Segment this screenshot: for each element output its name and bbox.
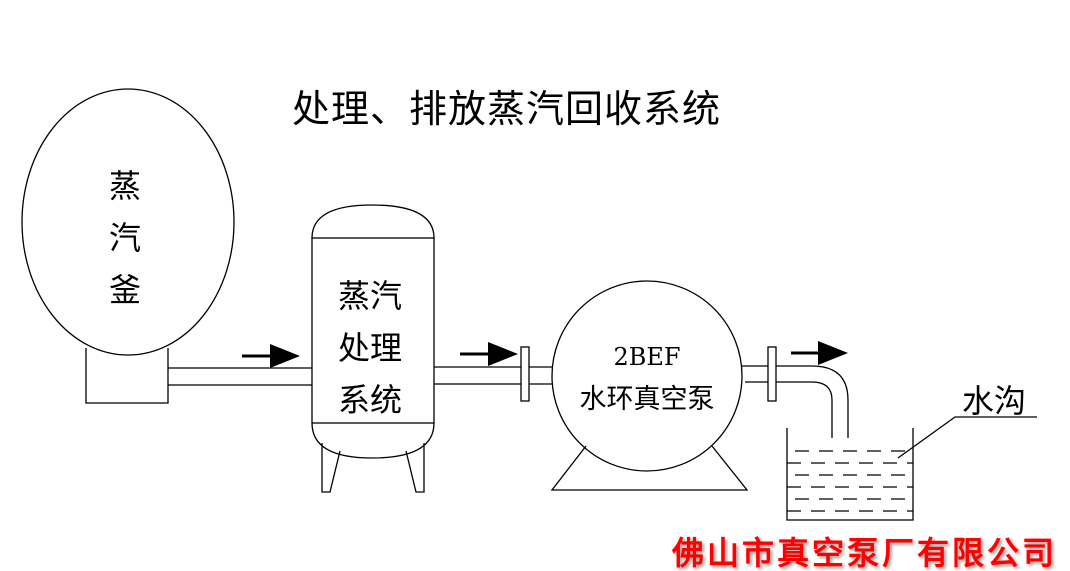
steam-kettle-shape [21, 88, 235, 404]
diagram-title: 处理、排放蒸汽回收系统 [292, 87, 722, 131]
steam-treatment-tank-shape [311, 204, 435, 493]
pump-model-label: 2BEF [613, 343, 681, 371]
ditch-label: 水沟 [962, 382, 1027, 420]
company-name: 佛山市真空泵厂有限公司 [672, 534, 1058, 571]
steam-treatment-label-line: 蒸汽 [337, 277, 402, 315]
steam-kettle-label-line: 汽 [108, 219, 141, 257]
steam-kettle-label: 蒸 汽 釜 [105, 160, 145, 316]
pipe-pump-to-ditch [742, 346, 849, 438]
steam-treatment-label-line: 处理 [337, 329, 402, 367]
steam-treatment-label-line: 系统 [337, 381, 402, 419]
pipe-treatment-to-pump [434, 346, 555, 402]
pump-name-label: 水环真空泵 [579, 384, 715, 415]
pipe-kettle-to-treatment [168, 367, 312, 386]
vacuum-pump-shape [550, 280, 749, 491]
steam-treatment-label: 蒸汽 处理 系统 [320, 270, 420, 426]
steam-kettle-label-line: 釜 [108, 271, 141, 309]
ditch-leader-line [897, 416, 1037, 459]
ditch-shape [786, 416, 1037, 521]
flow-arrows [242, 341, 848, 368]
steam-kettle-label-line: 蒸 [108, 167, 141, 205]
